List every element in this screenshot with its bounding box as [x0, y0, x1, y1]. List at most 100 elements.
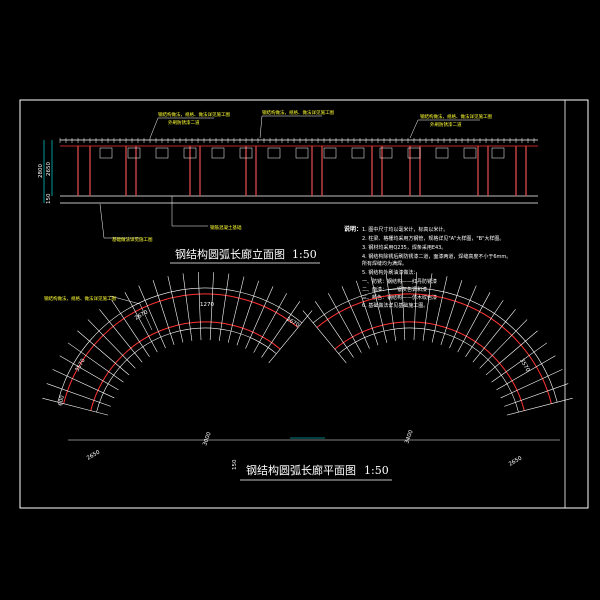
leader-line [171, 196, 208, 227]
plan-scale: 1:50 [364, 464, 389, 477]
plan-dim-11: 150 [232, 459, 238, 470]
plan-rafter [245, 286, 274, 349]
lattice-block [435, 147, 449, 159]
plan-dim-8: 3000 [202, 431, 213, 447]
elevation-dim-3: 150 [46, 193, 52, 204]
callout-2: 钢结构做法，规格、做法详见施工图 [262, 109, 334, 116]
plan-rafter [485, 330, 538, 376]
plan-rafter [182, 273, 193, 341]
plan-rafter [218, 273, 230, 342]
plan-rafter [314, 301, 354, 358]
callout-1: 钢结构做法，规格、做法详见施工图 [158, 111, 230, 118]
plan-rafter [327, 293, 362, 353]
callout-7: 基础做法详见施工图 [112, 236, 153, 243]
note-line: 1. 图中尺寸均以毫米计，标高以米计。 [362, 226, 448, 233]
plan-rafter [42, 397, 109, 416]
note-line: 6. 基础做法详见基础施工图。 [362, 302, 428, 309]
callout-6: 钢筋混凝土基础 [210, 224, 242, 231]
plan-rafter [449, 285, 477, 349]
lattice-block [183, 147, 197, 159]
plan-rafter [138, 285, 166, 349]
plan-rafter [496, 355, 556, 391]
plan-callout: 钢结构做法，规格、做法详见施工图 [44, 295, 116, 302]
plan-rafter [227, 276, 245, 343]
plan-rafter [253, 293, 288, 353]
leader-line [99, 203, 140, 239]
drawing-frame [19, 99, 589, 509]
elevation-lattice [99, 147, 505, 159]
elevation-view: 2800 2650 150 钢结构做法，规格、做法详见施工图 钢结构做法，规格、… [38, 109, 538, 264]
note-line: 二、面漆：——银灰色调和漆 [362, 286, 427, 293]
note-line: 所有焊缝均为满焊。 [362, 260, 407, 267]
plan-rafter [152, 280, 175, 345]
callout-3: 钢结构做法，规格、做法详见施工图 [420, 113, 492, 120]
plan-dim-6: 600 [58, 394, 66, 406]
plan-rafter [355, 280, 379, 346]
lattice-block [379, 147, 393, 159]
plan-rafter [268, 310, 313, 364]
plan-rafter [457, 292, 491, 353]
leader-line [259, 115, 322, 139]
lattice-block [491, 147, 505, 159]
lattice-block [407, 147, 421, 159]
plan-rafter [422, 273, 433, 341]
note-line: 5. 钢结构外刷油漆做法： [362, 269, 418, 276]
plan-dim-9: 3400 [404, 429, 415, 445]
plan-rafter [67, 342, 124, 383]
note-line: 一、防锈：钢结构——红丹防锈漆 [362, 278, 437, 285]
plan-rafter [261, 301, 301, 358]
design-notes: 说明： 1. 图中尺寸均以毫米计，标高以米计。 2. 柱梁、格栅均采用方钢管，规… [344, 225, 511, 309]
elevation-columns [77, 146, 527, 196]
plan-rafter [413, 272, 418, 341]
plan-rafter [465, 300, 504, 357]
lattice-block [239, 147, 253, 159]
plan-rafter [504, 383, 569, 407]
lattice-block [463, 147, 477, 159]
note-line: 三、颜色：钢结构——仿木纹色漆 [362, 294, 437, 301]
note-line: 4. 钢结构除锈后刷防锈漆二道，面漆两道，焊缝高度不小于6mm。 [362, 253, 511, 260]
plan-rafter [99, 309, 143, 363]
lattice-block [351, 147, 365, 159]
note-line: 3. 钢材均采用Q235，焊条采用E43。 [362, 244, 446, 251]
lattice-block [211, 147, 225, 159]
plan-rafter [197, 272, 202, 341]
plan-rafter [59, 355, 119, 391]
lattice-block [155, 147, 169, 159]
lattice-block [99, 147, 113, 159]
plan-dim-1: 1270 [200, 302, 214, 308]
plan-title: 钢结构圆弧长廊平面图 [246, 463, 356, 477]
plan-rafter [87, 319, 136, 369]
lattice-block [127, 147, 141, 159]
plan-rafter [46, 383, 111, 407]
plan-rafter [167, 276, 184, 343]
plan-rafter [370, 276, 388, 343]
elevation-title: 钢结构圆弧长廊立面图 [175, 247, 285, 261]
plan-rafters [42, 272, 573, 416]
plan-rafter [479, 319, 528, 369]
callout-5: 外刷防锈漆二道 [430, 121, 462, 128]
plan-rafter [52, 369, 115, 399]
note-line: 2. 柱梁、格栅均采用方钢管，规格详见"A"大样图，"B"大样图。 [362, 235, 504, 242]
elevation-scale: 1:50 [292, 248, 317, 261]
plan-rafter [440, 280, 463, 345]
lattice-block [323, 147, 337, 159]
plan-rafter [401, 272, 406, 341]
callout-4: 外刷防锈漆二道 [168, 119, 200, 126]
lattice-block [295, 147, 309, 159]
plan-view: 1270 2670 2670 3570 3570 600 2650 3000 3… [42, 272, 573, 481]
elevation-dim-1: 2800 [38, 164, 44, 178]
lattice-block [267, 147, 281, 159]
plan-rafter [472, 309, 516, 363]
leader-line [409, 119, 480, 139]
plan-rafter [77, 330, 130, 376]
elevation-rafters [59, 138, 535, 143]
plan-leader [109, 295, 153, 331]
plan-rafter [111, 300, 150, 357]
plan-rafter [302, 310, 347, 364]
plan-rafter [124, 292, 158, 353]
elevation-dim-2: 2650 [46, 162, 52, 176]
plan-rafter [236, 280, 260, 346]
notes-heading: 说明： [344, 225, 362, 233]
leader-line [149, 117, 214, 139]
